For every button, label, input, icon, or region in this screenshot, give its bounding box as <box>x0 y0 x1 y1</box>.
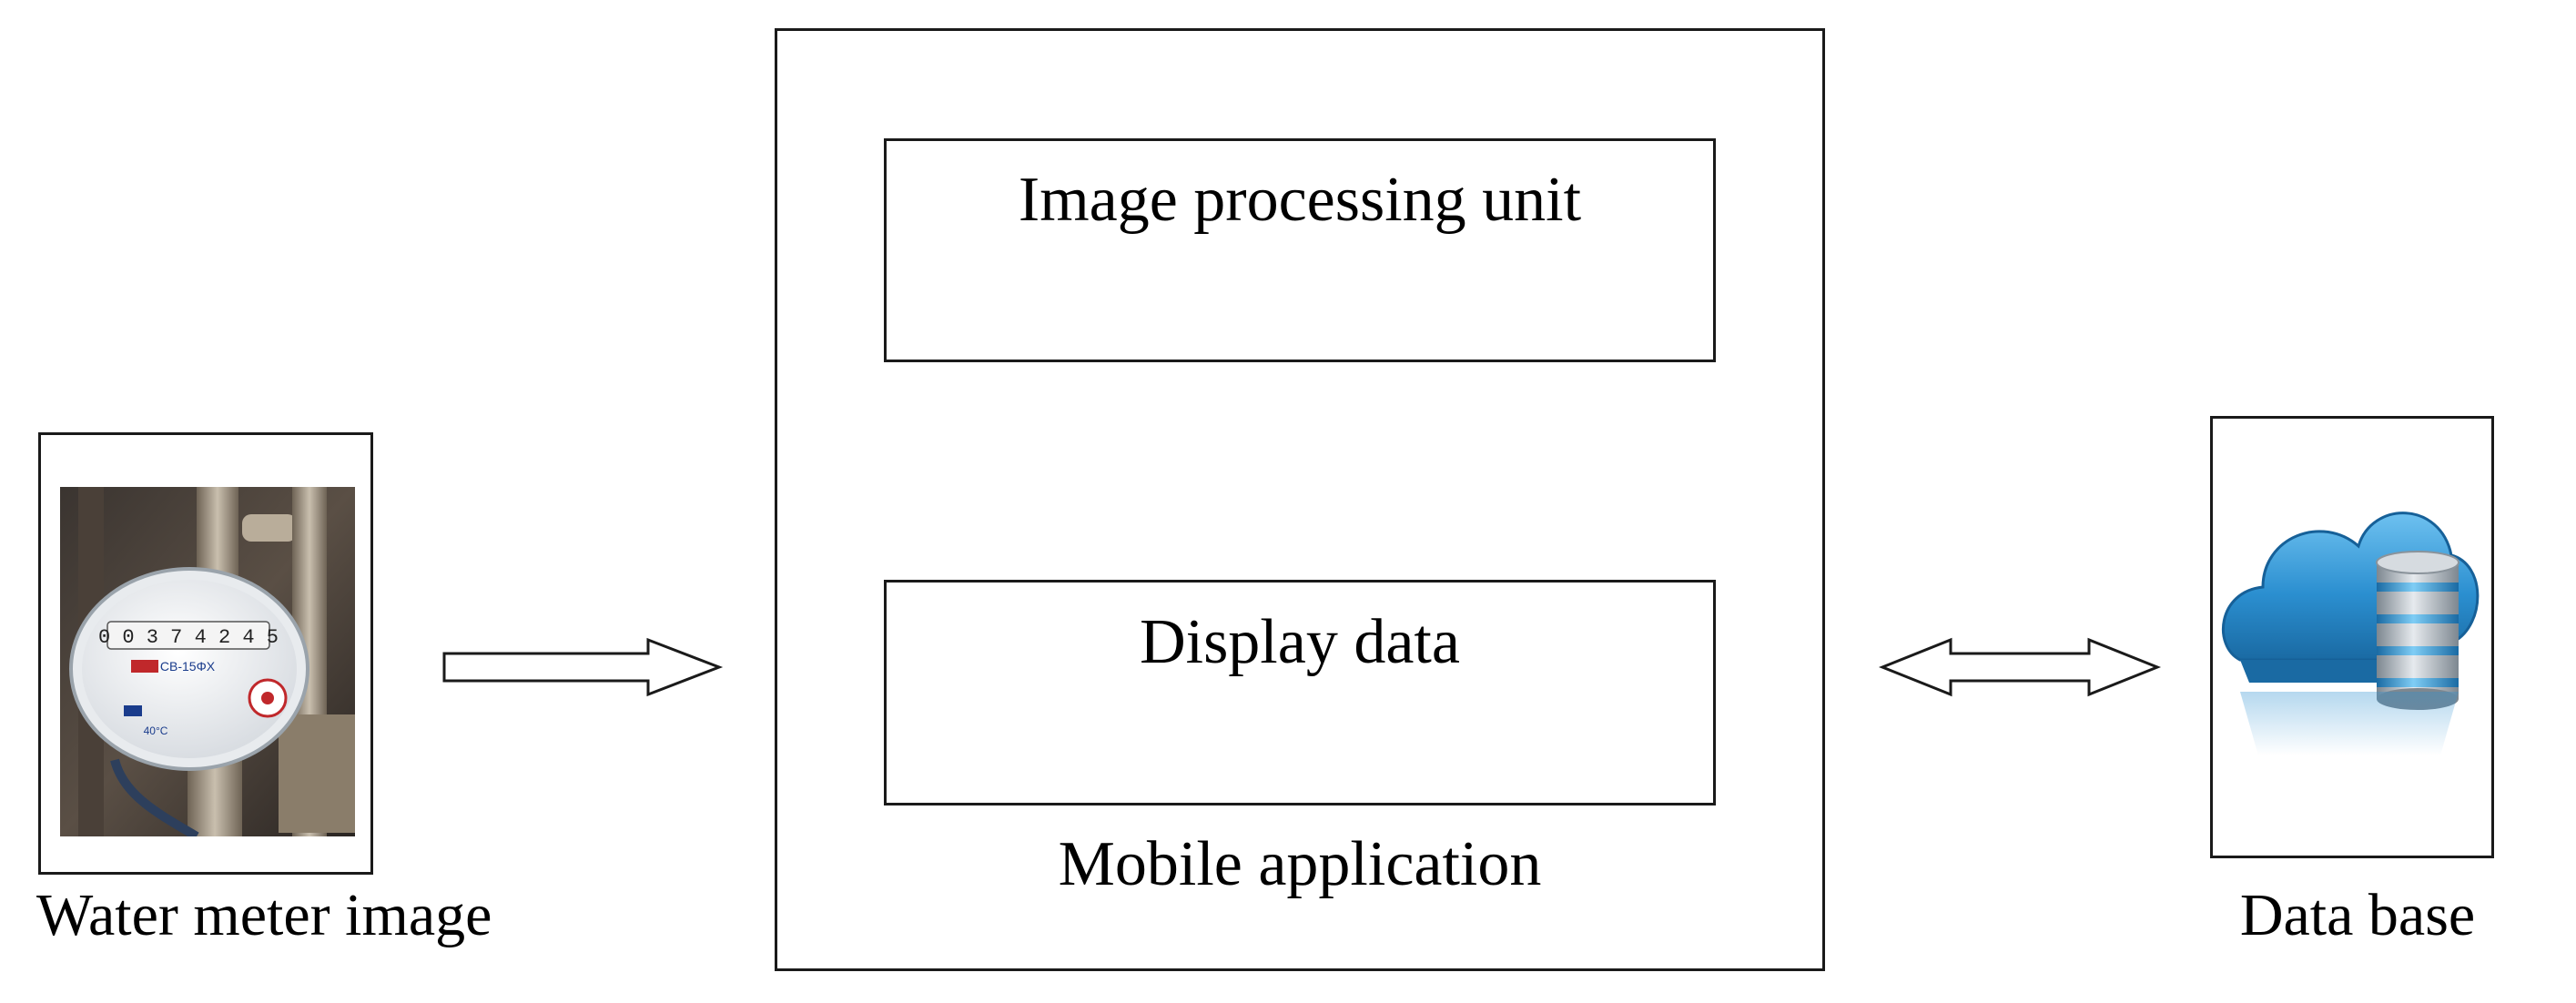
water-meter-label: Water meter image <box>36 882 492 948</box>
display-data-label: Display data <box>1140 607 1460 677</box>
image-processing-unit-box <box>884 138 1716 362</box>
database-label: Data base <box>2239 882 2476 948</box>
display-data-box <box>884 580 1716 805</box>
meter-model: CB-15ΦX <box>160 659 216 674</box>
database-cloud-icon <box>2221 512 2480 755</box>
water-meter-photo: 0 0 3 7 4 2 4 5 CB-15ΦX 40°C <box>60 487 355 836</box>
database-frame <box>2210 416 2494 858</box>
database-arrow <box>1878 637 2162 697</box>
meter-temp: 40°C <box>144 724 168 737</box>
image-processing-unit-label: Image processing unit <box>1018 165 1582 235</box>
water-meter-frame: 0 0 3 7 4 2 4 5 CB-15ΦX 40°C <box>38 432 373 875</box>
meter-readout: 0 0 3 7 4 2 4 5 <box>98 626 279 649</box>
input-arrow <box>442 637 724 697</box>
mobile-application-label: Mobile application <box>1058 829 1542 899</box>
